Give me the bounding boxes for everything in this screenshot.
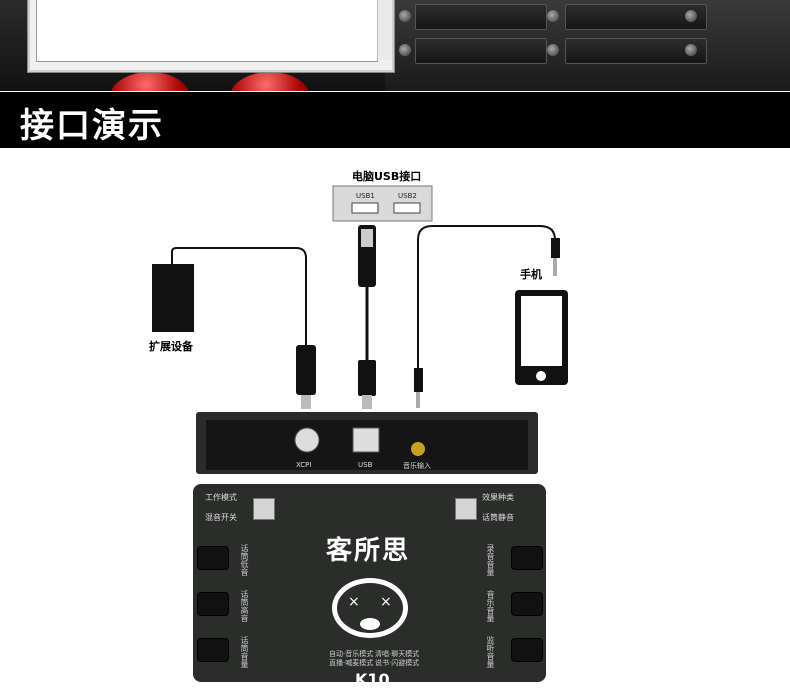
right-knob-1[interactable]: [511, 546, 543, 570]
left-knob-1-label: 话筒低音: [239, 544, 250, 576]
audio-in-port: [411, 442, 425, 456]
svg-text:×: ×: [348, 594, 360, 610]
phone-jack: [551, 238, 560, 258]
xlr-plug: [296, 345, 316, 395]
model-label: K10: [355, 670, 390, 689]
usb1-label: USB1: [356, 192, 375, 200]
mixer-front-panel: 工作模式 混音开关 效果种类 话筒静音 话筒低音 话筒高音 话筒音量 录音音量 …: [193, 484, 546, 682]
expansion-label: 扩展设备: [149, 338, 193, 354]
xlr-port: [295, 428, 319, 452]
right-knob-2-label: 音乐音量: [485, 590, 496, 622]
left-knob-2-label: 话筒高音: [239, 590, 250, 622]
effect-type-label: 效果种类: [482, 492, 514, 503]
left-knob-3[interactable]: [197, 638, 229, 662]
svg-text:×: ×: [380, 594, 392, 610]
mode-text-l2: 直播·喊麦模式: [329, 658, 373, 668]
right-knob-1-label: 录音音量: [485, 544, 496, 576]
usb2-port: [394, 203, 420, 213]
right-knob-3[interactable]: [511, 638, 543, 662]
usb-port-label: USB: [358, 461, 372, 469]
music-in-label: 音乐输入: [403, 461, 431, 471]
work-mode-button[interactable]: [253, 498, 275, 520]
usb1-port: [352, 203, 378, 213]
effect-type-button[interactable]: [455, 498, 477, 520]
right-knob-3-label: 监听音量: [485, 636, 496, 668]
mix-switch-label: 混音开关: [205, 512, 237, 523]
expansion-device: [152, 264, 194, 332]
music-in-jack: [414, 368, 423, 392]
left-knob-2[interactable]: [197, 592, 229, 616]
talk-mute-label: 话筒静音: [482, 512, 514, 523]
brand-logo-text: 客所思: [326, 530, 410, 567]
mode-text-r2: 说书·闪避模式: [375, 658, 419, 668]
usb2-label: USB2: [398, 192, 417, 200]
left-knob-3-label: 话筒音量: [239, 636, 250, 668]
mascot-face-icon: × ×: [328, 576, 412, 642]
usb-b-port: [353, 428, 379, 452]
left-knob-1[interactable]: [197, 546, 229, 570]
phone-label: 手机: [520, 266, 542, 282]
work-mode-label: 工作模式: [205, 492, 237, 503]
usb-b-plug: [358, 360, 376, 396]
pc-usb-label: 电脑USB接口: [352, 168, 421, 184]
right-knob-2[interactable]: [511, 592, 543, 616]
xlr-label: XCPI: [296, 461, 311, 469]
